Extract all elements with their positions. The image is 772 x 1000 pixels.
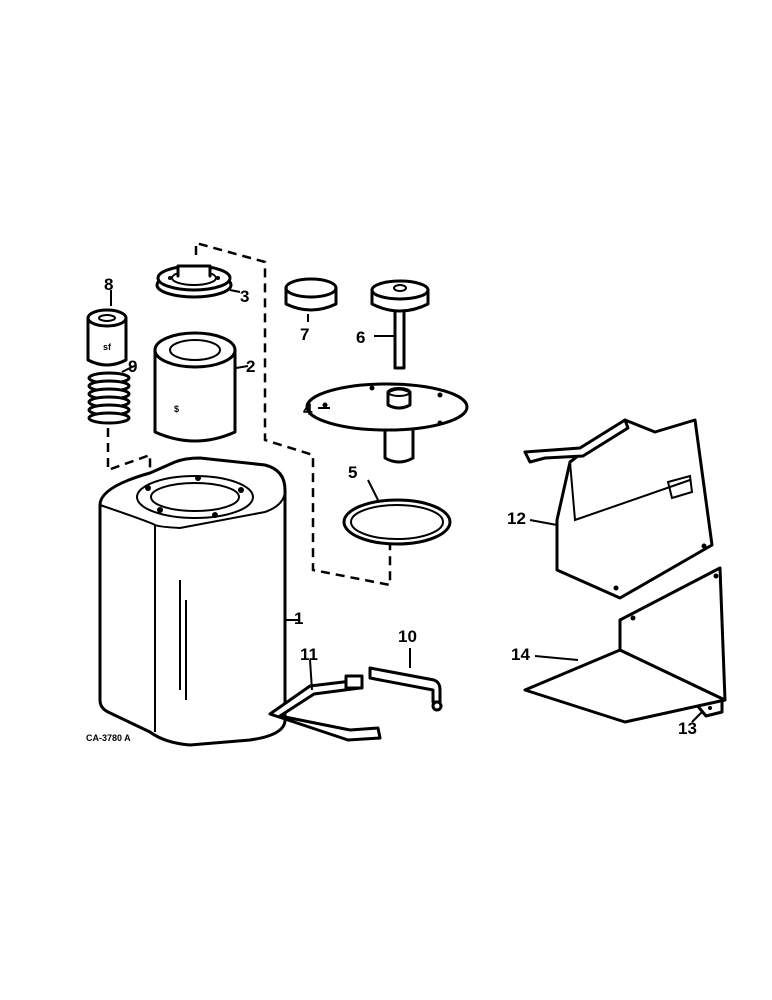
callout-4: 4: [303, 400, 313, 419]
callout-6: 6: [356, 328, 365, 347]
callout-11: 11: [300, 645, 318, 664]
callout-3: 3: [240, 287, 249, 306]
part-4-flange: [305, 382, 469, 464]
callout-10: 10: [398, 627, 417, 646]
callout-1: 1: [294, 609, 303, 628]
leader-lines: [110, 289, 703, 723]
assembly-dashed-lines: [106, 241, 392, 587]
reference-code: CA-3780 A: [86, 733, 131, 743]
callout-7: 7: [300, 325, 309, 344]
part-12-shield: [523, 418, 714, 600]
part-2-marking: $: [174, 404, 179, 414]
part-14-tray: [523, 566, 727, 724]
callout-9: 9: [128, 357, 137, 376]
part-8-marking: sf: [103, 342, 112, 352]
part-7-cap: [284, 277, 338, 312]
part-6-plunger: [370, 279, 430, 370]
part-8-small-filter: sf: [86, 308, 128, 367]
callout-12: 12: [507, 509, 526, 528]
callout-5: 5: [348, 463, 357, 482]
part-5-gasket: [342, 498, 452, 546]
part-2-filter-element: $: [153, 331, 237, 443]
part-10-strap: [368, 666, 443, 712]
callout-2: 2: [246, 357, 255, 376]
part-9-spring: [87, 371, 131, 425]
callout-13: 13: [678, 719, 697, 738]
part-11-bracket: [268, 674, 382, 742]
part-1-tank: [98, 456, 287, 747]
part-3-cover: [155, 264, 233, 299]
callout-8: 8: [104, 275, 113, 294]
callout-14: 14: [511, 645, 530, 664]
